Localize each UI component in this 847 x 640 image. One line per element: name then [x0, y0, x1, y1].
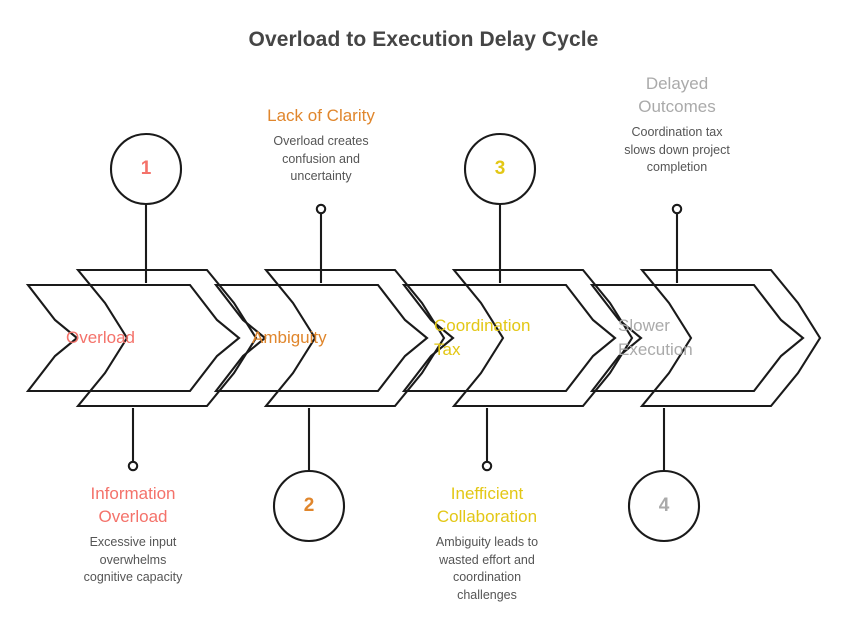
- page-title: Overload to Execution Delay Cycle: [248, 28, 599, 51]
- step-number-3: 3: [494, 158, 506, 179]
- callout-desc-inefficient-collaboration: Ambiguity leads to wasted effort and coo…: [435, 535, 539, 602]
- chevron-group: [25, 132, 822, 543]
- step-number-1: 1: [140, 158, 152, 179]
- callout-delayed-outcomes: Delayed Outcomes Coordination tax slows …: [580, 72, 774, 177]
- step-number-2: 2: [303, 495, 315, 516]
- callout-information-overload: Information Overload Excessive input ove…: [38, 482, 228, 587]
- ring-marker-callout-2: [315, 203, 327, 215]
- ring-marker-callout-4: [671, 203, 683, 215]
- callout-title-information-overload: Information Overload: [90, 484, 176, 526]
- stage-2-front-chevron: [213, 283, 429, 393]
- stage-label-overload: Overload: [66, 328, 135, 347]
- stage-1-front-chevron: [25, 283, 241, 393]
- number-circle-4: [627, 469, 701, 543]
- stage-3-back-chevron: [451, 268, 634, 408]
- callout-desc-information-overload: Excessive input overwhelms cognitive cap…: [83, 535, 183, 584]
- callout-title-delayed-outcomes: Delayed Outcomes: [638, 74, 716, 116]
- stage-3-front-chevron: [401, 283, 617, 393]
- number-circle-2: [272, 469, 346, 543]
- number-circle-1: [109, 132, 183, 206]
- stage-2-back-chevron: [263, 268, 446, 408]
- stage-label-coordination-tax: Coordination Tax: [434, 316, 531, 359]
- callout-desc-delayed-outcomes: Coordination tax slows down project comp…: [624, 125, 730, 174]
- ring-marker-callout-3: [481, 460, 493, 472]
- stage-4-front-chevron: [589, 283, 805, 393]
- callout-title-lack-of-clarity: Lack of Clarity: [267, 106, 375, 125]
- callout-lack-of-clarity: Lack of Clarity Overload creates confusi…: [226, 104, 416, 186]
- stage-1-back-chevron: [75, 268, 258, 408]
- ring-marker-callout-1: [127, 460, 139, 472]
- step-number-4: 4: [658, 495, 670, 516]
- callout-desc-lack-of-clarity: Overload creates confusion and uncertain…: [273, 134, 369, 183]
- callout-inefficient-collaboration: Inefficient Collaboration Ambiguity lead…: [390, 482, 584, 604]
- callout-title-inefficient-collaboration: Inefficient Collaboration: [436, 484, 538, 526]
- number-circle-3: [463, 132, 537, 206]
- stage-label-ambiguity: Ambiguity: [252, 328, 327, 347]
- stage-4-back-chevron: [639, 268, 822, 408]
- stage-label-slower-execution: Slower Execution: [618, 316, 693, 359]
